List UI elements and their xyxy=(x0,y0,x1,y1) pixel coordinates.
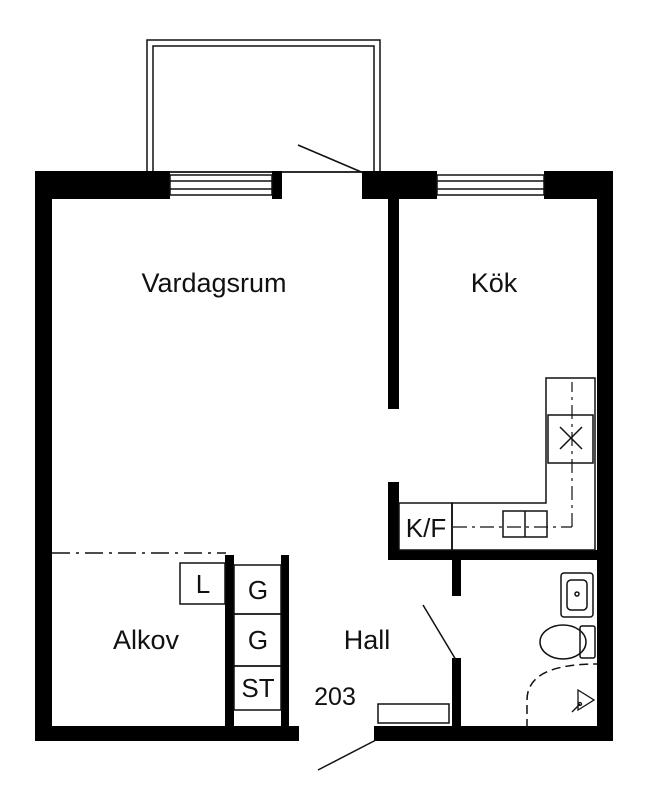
floor-drain xyxy=(571,688,596,713)
laundry-label: L xyxy=(196,569,210,599)
entry-door-swing xyxy=(317,739,377,771)
stove xyxy=(547,414,594,464)
window-living xyxy=(169,174,273,196)
bathroom-door-swing xyxy=(422,604,457,661)
wardrobe-label-2: G xyxy=(248,625,268,655)
kitchen-counter xyxy=(398,377,596,551)
balcony-door-swing xyxy=(297,144,367,175)
kitchen-sink xyxy=(502,510,548,538)
room-label-alkov: Alkov xyxy=(113,625,180,655)
bathroom-sink xyxy=(560,572,594,618)
counter-centerline xyxy=(453,382,573,528)
outer-walls xyxy=(35,171,613,741)
balcony xyxy=(146,39,381,173)
interior-walls xyxy=(225,199,598,728)
room-label-hall: Hall xyxy=(344,625,391,655)
wardrobes xyxy=(233,564,282,711)
laundry-box xyxy=(179,562,226,605)
room-label-vardagsrum: Vardagsrum xyxy=(141,268,286,298)
fridge-freezer-label: K/F xyxy=(406,513,446,543)
window-kitchen xyxy=(436,174,545,196)
toilet xyxy=(539,624,596,660)
storage-label: ST xyxy=(241,673,274,703)
hall-shelf xyxy=(377,703,450,724)
shower-curtain xyxy=(526,663,598,728)
room-label-kok: Kök xyxy=(471,268,518,298)
wardrobe-label-1: G xyxy=(248,575,268,605)
apartment-number: 203 xyxy=(314,683,356,711)
